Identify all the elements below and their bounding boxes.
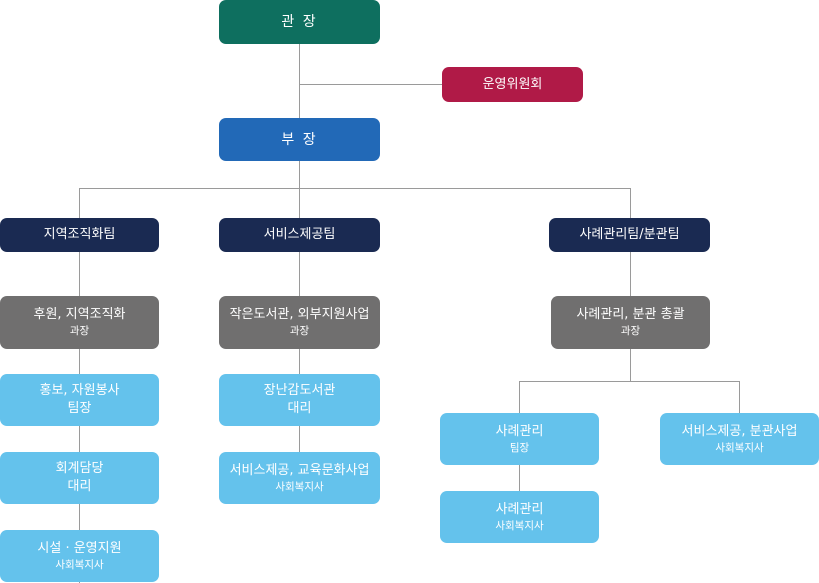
member-box: 장난감도서관 대리 [219,374,380,426]
connector-line [79,188,80,218]
position-title: 사례관리 [495,501,544,517]
member-box: 회계담당 대리 [0,452,159,504]
committee-label: 운영위원회 [482,76,543,92]
director-label: 관 장 [281,14,318,30]
position-title: 장난감도서관 [263,383,336,398]
member-box: 서비스제공, 교육문화사업 사회복지사 [219,452,380,504]
position-role: 대리 [67,479,92,494]
position-title: 시설 · 운영지원 [37,540,122,556]
position-title: 작은도서관, 외부지원사업 [229,307,370,322]
connector-line [299,188,300,218]
team-box-case: 사례관리팀/분관팀 [549,218,710,252]
position-role: 사회복지사 [715,441,764,454]
position-title: 후원, 지역조직화 [33,307,126,322]
position-title: 서비스제공, 분관사업 [681,423,798,439]
member-box: 사례관리 사회복지사 [440,491,599,543]
deputy-label: 부 장 [281,131,318,148]
position-title: 사례관리, 분관 총괄 [576,307,685,322]
committee-box: 운영위원회 [442,67,583,102]
connector-line [299,251,300,481]
connector-line [630,188,631,218]
position-title: 회계담당 [55,461,104,476]
lead-box: 사례관리, 분관 총괄 과장 [551,296,710,349]
connector-line [299,161,300,188]
deputy-box: 부 장 [219,118,380,161]
connector-line [299,84,443,85]
team-label: 서비스제공팀 [263,227,336,242]
lead-box: 후원, 지역조직화 과장 [0,296,159,349]
position-role: 팀장 [509,441,530,454]
position-role: 과장 [289,325,310,337]
connector-line [79,188,630,189]
connector-line [739,381,740,415]
connector-line [299,44,300,118]
position-role: 대리 [287,401,312,416]
position-title: 서비스제공, 교육문화사업 [229,462,370,478]
member-box: 서비스제공, 분관사업 사회복지사 [660,413,819,465]
position-title: 사례관리 [495,423,544,439]
position-role: 팀장 [67,401,92,416]
position-role: 사회복지사 [55,558,104,571]
member-box: 시설 · 운영지원 사회복지사 [0,530,159,582]
member-box: 홍보, 자원봉사 팀장 [0,374,159,426]
team-label: 지역조직화팀 [43,227,116,242]
connector-line [519,381,739,382]
lead-box: 작은도서관, 외부지원사업 과장 [219,296,380,349]
director-box: 관 장 [219,0,380,44]
team-box-service: 서비스제공팀 [219,218,380,252]
position-role: 과장 [620,325,641,337]
member-box: 사례관리 팀장 [440,413,599,465]
position-role: 과장 [69,325,90,337]
position-role: 사회복지사 [495,519,544,532]
team-box-community: 지역조직화팀 [0,218,159,252]
position-role: 사회복지사 [275,480,324,493]
team-label: 사례관리팀/분관팀 [579,227,680,242]
position-title: 홍보, 자원봉사 [39,383,120,398]
